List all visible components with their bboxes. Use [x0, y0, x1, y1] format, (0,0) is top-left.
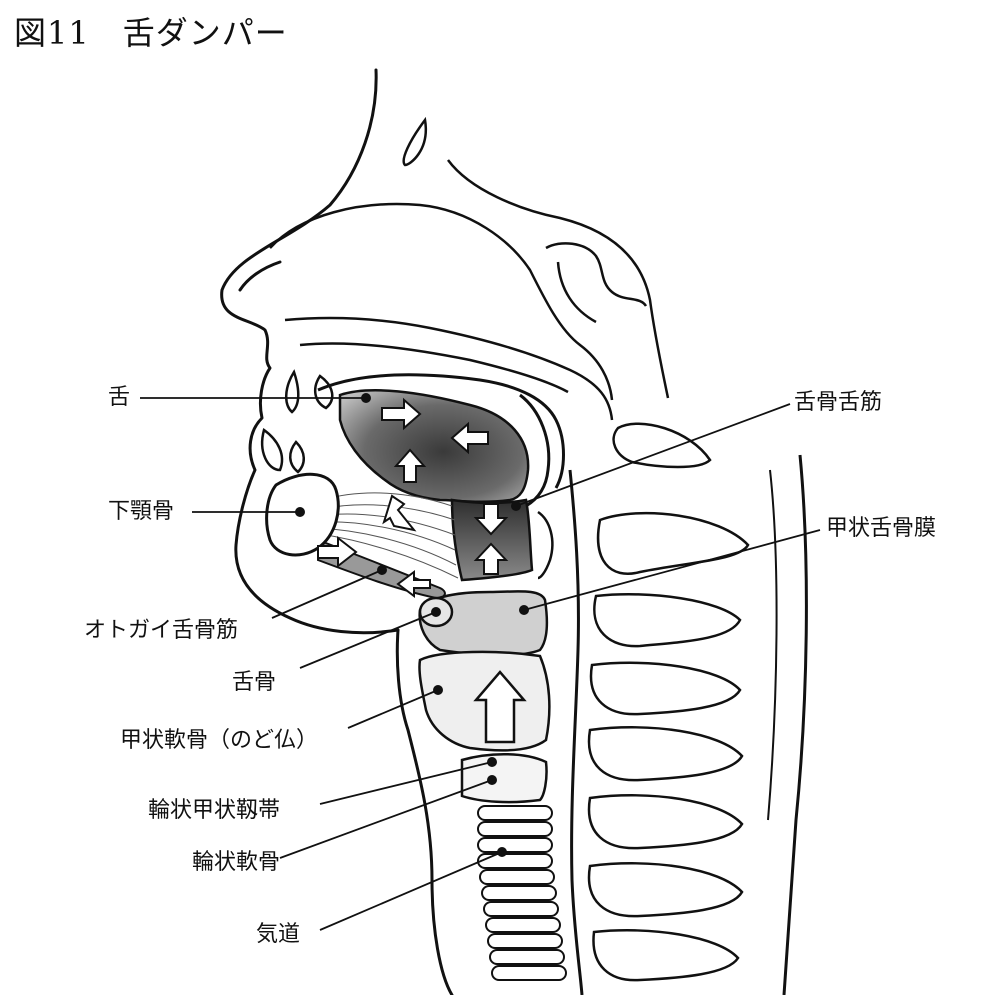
label-thyrohyoid-membrane: 甲状舌骨膜	[826, 516, 937, 541]
tongue-body	[338, 389, 530, 504]
force-arrows	[317, 397, 527, 744]
arrow-up-icon	[393, 448, 427, 483]
label-geniohyoid: オトガイ舌骨筋	[84, 618, 239, 643]
leader-dots	[295, 393, 529, 857]
label-hyoid: 舌骨	[232, 670, 277, 695]
pharynx-wall	[568, 469, 584, 995]
arrow-down-icon	[473, 503, 509, 536]
arrow-right-icon	[317, 535, 358, 569]
label-cricoid-cartilage: 輪状軟骨	[192, 850, 281, 875]
arrow-left-icon	[450, 421, 489, 455]
nasal-cavity-lines	[269, 116, 670, 421]
arrow-up-icon	[473, 670, 527, 744]
hard-palate	[317, 373, 565, 489]
spinal-line	[782, 454, 808, 995]
arrow-down-icon	[382, 494, 417, 532]
leader-lines	[140, 397, 821, 931]
arrow-right-icon	[381, 397, 422, 431]
arrow-left-icon	[396, 570, 431, 598]
tongue-root	[450, 498, 534, 582]
cervical-vertebrae	[587, 422, 750, 982]
label-mandible: 下顎骨	[108, 499, 175, 524]
label-tongue: 舌	[108, 385, 131, 410]
spinal-line-inner	[767, 469, 778, 821]
cricoid-cartilage	[460, 753, 548, 804]
trachea-rings	[477, 805, 567, 981]
label-cricothyroid-ligament: 輪状甲状靱帯	[148, 798, 281, 823]
epiglottis	[537, 510, 554, 580]
label-trachea: 気道	[256, 922, 301, 947]
label-hyoglossus: 舌骨舌筋	[794, 390, 883, 415]
arrow-up-icon	[473, 542, 509, 575]
figure-title: 図11 舌ダンパー	[14, 14, 288, 52]
label-thyroid-cartilage: 甲状軟骨（のど仏）	[120, 728, 319, 753]
